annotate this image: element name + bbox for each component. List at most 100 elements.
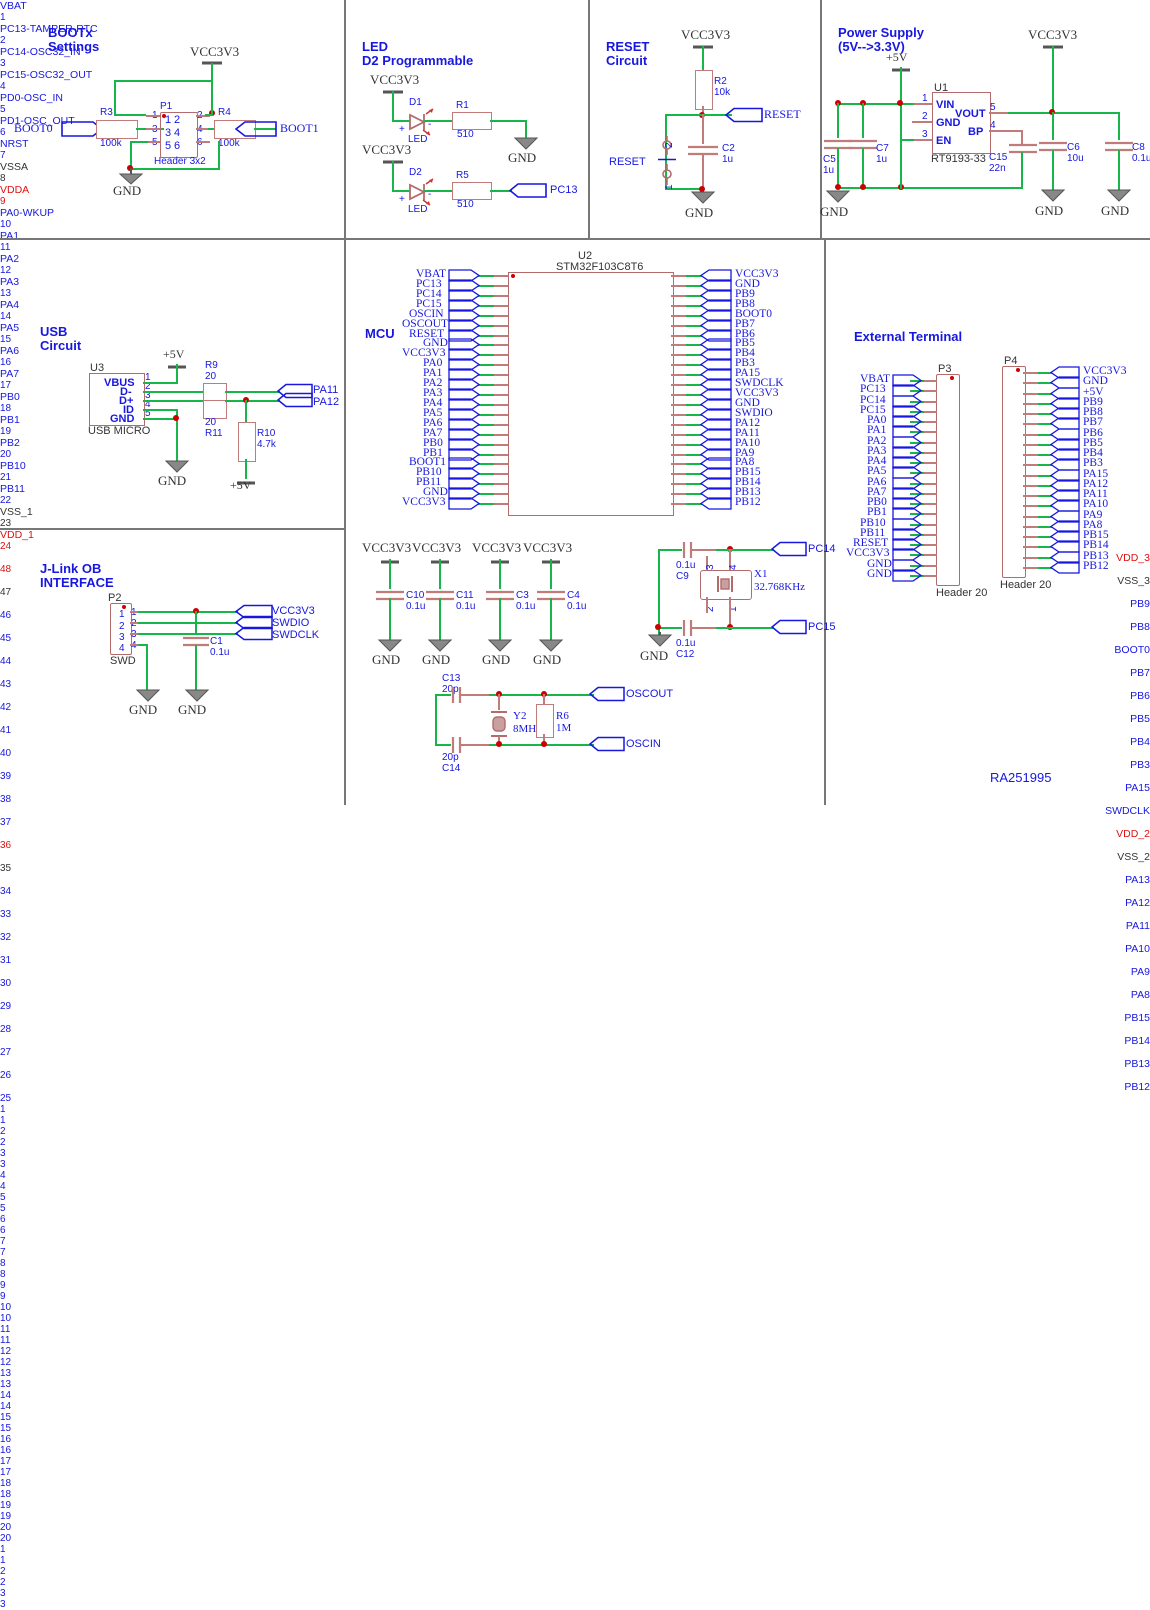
header-p3-net-VBAT: VBAT: [860, 373, 891, 385]
wire-r10-bottom: [245, 459, 247, 479]
mcu-left-pinname-PA3: PA3: [0, 276, 20, 288]
resistor-r1-body: [452, 112, 492, 130]
ground-label-reset: GND: [685, 205, 714, 220]
capacitor-c8-value: 0.1u: [1132, 153, 1150, 164]
header-p3-wire-3: [910, 400, 924, 403]
mcu-right-net-PA12: PA12: [735, 416, 761, 429]
header-p3-body[interactable]: [936, 374, 960, 586]
junction-r6-bottom: [541, 741, 547, 747]
ic-u1-pinname-en: EN: [936, 135, 952, 147]
wire-r6-bottom: [543, 734, 545, 746]
header-p3-stub-8: [922, 451, 937, 454]
mcu-right-stub-38: [671, 374, 686, 377]
header-p3-pinnum-inner-18: 18: [0, 1478, 12, 1489]
net-flag: [1049, 397, 1080, 415]
header-p4-stub-7: [1023, 433, 1038, 436]
wire-en-tie: [900, 139, 914, 141]
divider-horizontal-usb-jlink: [0, 528, 346, 530]
header-p2-body[interactable]: [110, 603, 132, 655]
wire-r1-gnd-drop: [525, 120, 527, 140]
mcu-left-wire-8: [478, 344, 494, 347]
net-flag: [892, 374, 923, 392]
header-p4-wire-5: [1038, 413, 1052, 415]
mcu-right-net-PA15: PA15: [735, 367, 761, 380]
header-p2-ref: P2: [108, 592, 122, 604]
ground-label-power3: GND: [1101, 203, 1130, 218]
net-flag: [699, 497, 732, 515]
u1-stub-vin: [912, 103, 932, 105]
mcu-left-pinname-PD0-OSC_IN: PD0-OSC_IN: [0, 92, 64, 104]
mcu-left-pinnum-24: 24: [0, 541, 12, 552]
header-p4-wire-17: [1038, 536, 1052, 538]
mcu-right-pinname-PB12: PB12: [1124, 1081, 1150, 1093]
ic-u3-body[interactable]: [89, 373, 145, 426]
header-p4-net-PA11: PA11: [1083, 488, 1108, 500]
net-flag: [448, 428, 481, 446]
resistor-r6-value: 1M: [556, 722, 572, 734]
net-flag: [1049, 376, 1080, 394]
net-flag: [448, 447, 481, 466]
header-p1-body[interactable]: [160, 112, 198, 158]
mcu-right-wire-41: [686, 344, 702, 347]
ground-symbol-lse: [647, 632, 673, 653]
header-p4-body[interactable]: [1002, 366, 1026, 578]
header-p4-pinnum-inner-3: 3: [0, 1588, 6, 1599]
resistor-r4-ref: R4: [218, 107, 231, 118]
wire-gnd-bottom: [130, 168, 220, 170]
wire-hse-left-rail: [435, 694, 437, 746]
net-flag: [699, 279, 732, 297]
ic-u2-ref: U2: [578, 250, 593, 262]
mcu-right-pinnum-33: 33: [0, 909, 12, 920]
ic-u2-body[interactable]: [508, 272, 674, 516]
header-p3-wire-14: [910, 513, 924, 516]
header-p4-net-PA9: PA9: [1083, 508, 1103, 521]
wire-sw-left-up: [665, 114, 667, 190]
net-flag: [699, 447, 732, 466]
p1-stub-2: [196, 115, 210, 117]
header-p3-pinnum-outer-10: 10: [0, 1313, 12, 1324]
mcu-right-net-PB3: PB3: [735, 357, 755, 370]
header-p4-wire-16: [1038, 525, 1052, 528]
header-p3-net-PC15: PC15: [860, 403, 886, 416]
mcu-left-pinname-NRST: NRST: [0, 138, 29, 150]
header-p3-net-PA0: PA0: [867, 414, 887, 426]
diode-d1: [406, 108, 436, 141]
net-label-reset-out: RESET: [764, 107, 801, 121]
header-p4-net-PB7: PB7: [1083, 416, 1103, 429]
ground-symbol-power3: [1106, 188, 1132, 209]
mcu-right-pinnum-29: 29: [0, 1001, 12, 1012]
wire-x1-pin2: [706, 597, 708, 613]
pushbutton-reset[interactable]: [652, 132, 682, 197]
mcu-right-net-PB8: PB8: [735, 297, 755, 310]
mcu-left-net-PC15: PC15: [416, 297, 442, 310]
mcu-right-wire-25: [686, 503, 702, 506]
mcu-left-pinnum-10: 10: [0, 219, 12, 230]
net-label-swdio-jlink: SWDIO: [272, 617, 310, 629]
header-p4-ref: P4: [1004, 355, 1018, 367]
power-label-5v-in: +5V: [886, 50, 908, 64]
wire-vcc-to-p1top: [114, 80, 213, 82]
mcu-left-pinname-PB10: PB10: [0, 460, 26, 472]
header-p3-wire-8: [910, 451, 924, 454]
capacitor-c1-value: 0.1u: [210, 647, 230, 658]
header-p3-pinnum-outer-11: 11: [0, 1335, 11, 1346]
mcu-right-wire-44: [686, 314, 702, 317]
mcu-left-pinname-PB1: PB1: [0, 414, 20, 426]
mcu-right-pinnum-44: 44: [0, 656, 12, 667]
header-p4-wire-20: [1038, 566, 1052, 569]
mcu-left-wire-23: [478, 493, 494, 496]
net-label-oscin: OSCIN: [626, 738, 661, 750]
mcu-left-wire-21: [478, 473, 494, 476]
ic-u1-body[interactable]: [932, 92, 991, 154]
wire-p2-gnd-drop: [146, 644, 148, 690]
mcu-left-pinname-PB11: PB11: [0, 483, 25, 495]
net-flag: [1049, 550, 1080, 569]
mcu-left-pinnum-16: 16: [0, 357, 12, 368]
mcu-right-wire-27: [686, 483, 702, 486]
capacitor-c9-ref: C9: [676, 571, 689, 582]
header-p4-net-PB4: PB4: [1083, 447, 1103, 459]
mcu-right-pinname-PB8: PB8: [1130, 621, 1150, 633]
wire-d1-r1: [424, 120, 458, 122]
wire-p1-pin5-gnd: [130, 141, 148, 143]
header-p3-net-RESET: RESET: [853, 537, 889, 549]
